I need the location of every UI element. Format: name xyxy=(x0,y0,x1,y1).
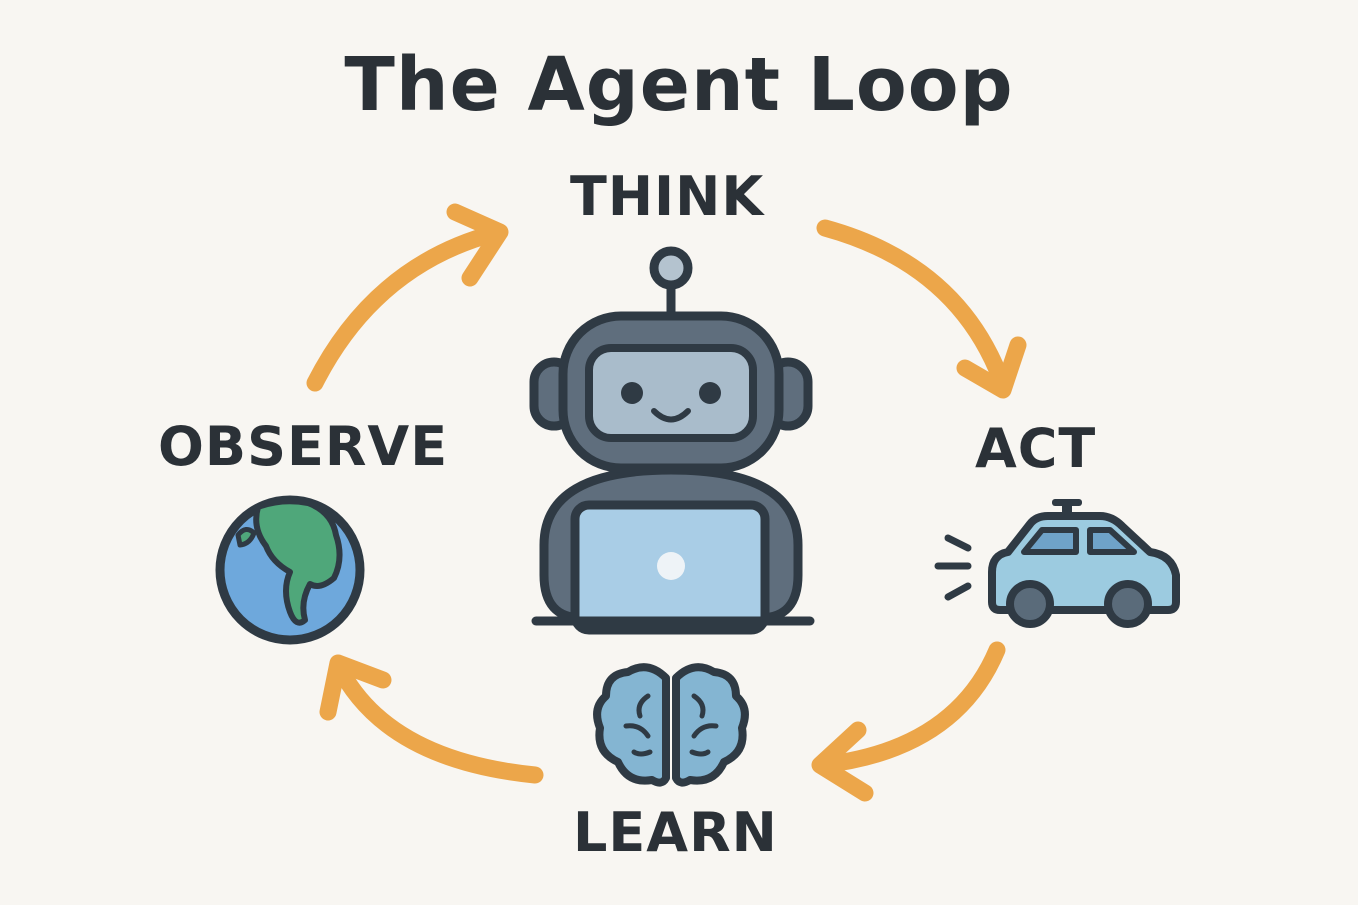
brain-icon xyxy=(593,663,749,787)
diagram-title: The Agent Loop xyxy=(344,42,1014,128)
arrow-act-to-learn xyxy=(811,641,1006,802)
arrow-think-to-act xyxy=(816,219,1027,399)
arrow-learn-to-observe xyxy=(319,654,544,784)
car-icon xyxy=(934,499,1180,628)
robot-icon xyxy=(529,246,815,635)
stage-label-act: ACT xyxy=(975,417,1097,480)
stage-label-think: THINK xyxy=(570,165,765,228)
arrow-observe-to-think xyxy=(306,203,509,392)
stage-label-learn: LEARN xyxy=(573,801,778,864)
stage-label-observe: OBSERVE xyxy=(158,415,449,478)
globe-icon xyxy=(215,495,365,645)
